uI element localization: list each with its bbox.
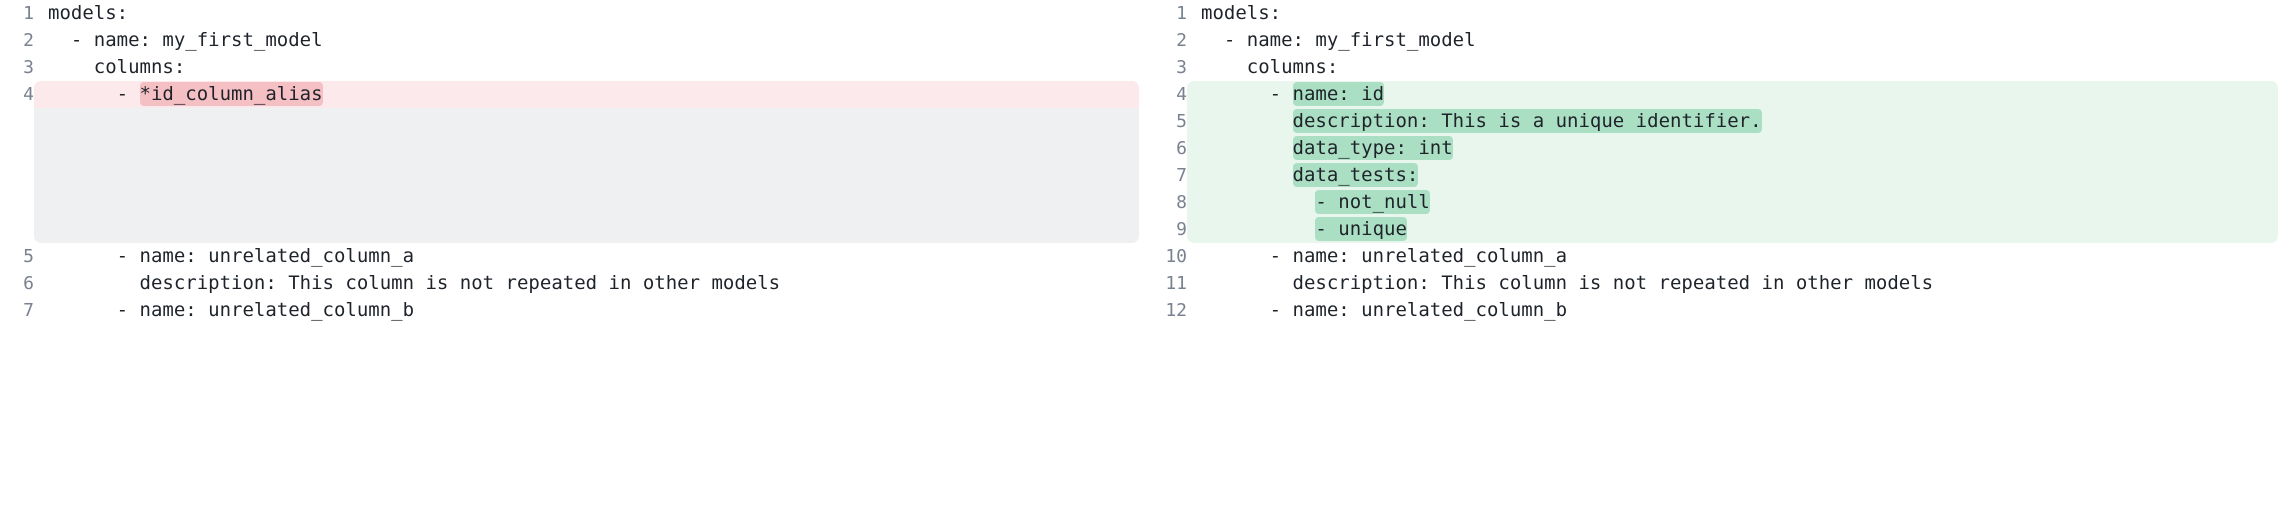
line-number: 5	[23, 246, 34, 267]
code-text-plain: - name: my_first_model	[48, 29, 323, 51]
code-text-plain: columns:	[1201, 56, 1339, 78]
line-number: 7	[1176, 165, 1187, 186]
code-text-plain: - name: unrelated_column_a	[1201, 245, 1568, 267]
line-number: 10	[1165, 246, 1187, 267]
diff-row-filler	[0, 135, 1139, 162]
diff-row-added: 8 - not_null	[1139, 189, 2278, 216]
line-number: 9	[1176, 219, 1187, 240]
diff-row-filler	[0, 189, 1139, 216]
line-number: 4	[23, 84, 34, 105]
added-word-highlight: name: id	[1292, 82, 1385, 106]
code-text-plain: columns:	[48, 56, 186, 78]
code-text-plain: models:	[1201, 2, 1282, 24]
diff-row-added: 9 - unique	[1139, 216, 2278, 243]
code-text-plain: description: This column is not repeated…	[1201, 272, 1934, 294]
line-number: 6	[1176, 138, 1187, 159]
code-text-plain: -	[48, 83, 140, 105]
diff-row-removed: 4 - *id_column_alias	[0, 81, 1139, 108]
diff-row-context: 1 models:	[0, 0, 1139, 27]
code-line[interactable]: - not_null	[1187, 189, 2278, 216]
diff-row-added: 6 data_type: int	[1139, 135, 2278, 162]
code-line[interactable]	[34, 189, 1139, 216]
diff-row-context: 5 - name: unrelated_column_a	[0, 243, 1139, 270]
code-text-plain: -	[1201, 83, 1293, 105]
code-text-plain: description: This column is not repeated…	[48, 272, 781, 294]
diff-row-context: 7 - name: unrelated_column_b	[0, 297, 1139, 324]
code-line[interactable]	[34, 108, 1139, 135]
diff-row-context: 11 description: This column is not repea…	[1139, 270, 2278, 297]
diff-row-context: 12 - name: unrelated_column_b	[1139, 297, 2278, 324]
code-line[interactable]: data_type: int	[1187, 135, 2278, 162]
code-text-plain: - name: my_first_model	[1201, 29, 1476, 51]
line-number: 6	[23, 273, 34, 294]
code-line[interactable]	[34, 162, 1139, 189]
diff-row-context: 2 - name: my_first_model	[1139, 27, 2278, 54]
line-number: 5	[1176, 111, 1187, 132]
line-number: 8	[1176, 192, 1187, 213]
added-word-highlight: - not_null	[1315, 190, 1430, 214]
code-line[interactable]: - *id_column_alias	[34, 81, 1139, 108]
diff-row-context: 10 - name: unrelated_column_a	[1139, 243, 2278, 270]
line-number: 12	[1165, 300, 1187, 321]
code-line[interactable]: description: This column is not repeated…	[1187, 270, 2278, 297]
added-word-highlight: data_tests:	[1292, 163, 1419, 187]
diff-row-added: 4 - name: id	[1139, 81, 2278, 108]
code-line[interactable]: - name: unrelated_column_a	[1187, 243, 2278, 270]
line-number: 1	[23, 3, 34, 24]
code-text-plain	[1201, 218, 1315, 240]
line-number: 3	[23, 57, 34, 78]
code-line[interactable]: - name: my_first_model	[1187, 27, 2278, 54]
line-number: 7	[23, 300, 34, 321]
code-text-plain: - name: unrelated_column_b	[48, 299, 415, 321]
removed-word-highlight: *id_column_alias	[139, 82, 323, 106]
code-text-plain	[1201, 164, 1293, 186]
code-text-plain: models:	[48, 2, 129, 24]
code-line[interactable]: - name: my_first_model	[34, 27, 1139, 54]
diff-row-context: 3 columns:	[1139, 54, 2278, 81]
line-number: 4	[1176, 84, 1187, 105]
code-line[interactable]: columns:	[1187, 54, 2278, 81]
diff-row-filler	[0, 162, 1139, 189]
code-line[interactable]: - name: id	[1187, 81, 2278, 108]
diff-row-context: 2 - name: my_first_model	[0, 27, 1139, 54]
line-number: 2	[23, 30, 34, 51]
code-text-plain	[1201, 191, 1315, 213]
diff-row-context: 1 models:	[1139, 0, 2278, 27]
code-line[interactable]: description: This is a unique identifier…	[1187, 108, 2278, 135]
code-line[interactable]: - unique	[1187, 216, 2278, 243]
code-line[interactable]	[34, 135, 1139, 162]
diff-row-context: 3 columns:	[0, 54, 1139, 81]
diff-row-added: 5 description: This is a unique identifi…	[1139, 108, 2278, 135]
added-word-highlight: description: This is a unique identifier…	[1292, 109, 1762, 133]
diff-row-filler	[0, 216, 1139, 243]
code-line[interactable]: models:	[1187, 0, 2278, 27]
code-line[interactable]: - name: unrelated_column_a	[34, 243, 1139, 270]
line-number: 2	[1176, 30, 1187, 51]
code-text-plain: - name: unrelated_column_b	[1201, 299, 1568, 321]
diff-row-context: 6 description: This column is not repeat…	[0, 270, 1139, 297]
line-number: 3	[1176, 57, 1187, 78]
added-word-highlight: - unique	[1315, 217, 1407, 241]
code-line[interactable]: columns:	[34, 54, 1139, 81]
diff-row-filler	[0, 108, 1139, 135]
code-line[interactable]: - name: unrelated_column_b	[34, 297, 1139, 324]
added-word-highlight: data_type: int	[1292, 136, 1453, 160]
line-number: 1	[1176, 3, 1187, 24]
code-text-plain	[1201, 137, 1293, 159]
code-line[interactable]	[34, 216, 1139, 243]
diff-row-added: 7 data_tests:	[1139, 162, 2278, 189]
line-number: 11	[1165, 273, 1187, 294]
code-line[interactable]: description: This column is not repeated…	[34, 270, 1139, 297]
code-line[interactable]: models:	[34, 0, 1139, 27]
code-line[interactable]: - name: unrelated_column_b	[1187, 297, 2278, 324]
code-text-plain: - name: unrelated_column_a	[48, 245, 415, 267]
code-text-plain	[1201, 110, 1293, 132]
code-line[interactable]: data_tests:	[1187, 162, 2278, 189]
